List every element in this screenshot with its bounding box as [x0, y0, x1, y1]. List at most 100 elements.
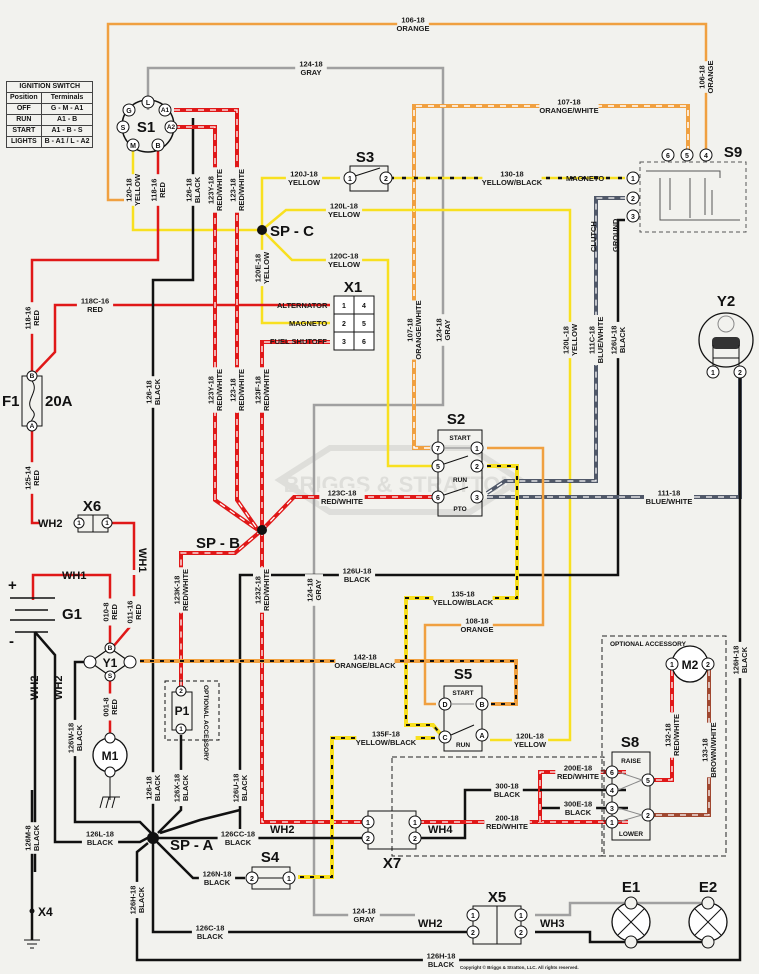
- svg-text:2: 2: [366, 836, 370, 843]
- starter-motor-m1: M1: [92, 732, 128, 809]
- switch-s3: S3 1 2: [343, 149, 393, 192]
- svg-text:A1: A1: [161, 107, 170, 114]
- svg-text:2: 2: [413, 836, 417, 843]
- svg-text:3: 3: [475, 495, 479, 502]
- svg-text:1: 1: [631, 176, 635, 183]
- wire-color: BLACK: [740, 646, 749, 673]
- wire-color: RED/WHITE: [672, 714, 681, 756]
- wire-color: BLACK: [75, 724, 84, 751]
- svg-text:1: 1: [475, 446, 479, 453]
- wire-color: ORANGE/WHITE: [539, 106, 598, 115]
- wire-id: 120L-18: [516, 732, 544, 741]
- svg-text:P1: P1: [175, 704, 190, 718]
- wire-color: BLACK: [494, 790, 521, 799]
- wire-color: RED: [87, 305, 103, 314]
- svg-text:6: 6: [436, 495, 440, 502]
- watermark: BRIGGS & STRATTON: [274, 445, 526, 515]
- wire-color: RED/WHITE: [321, 497, 363, 506]
- module-s9: S9 6 5 4 1 2 3: [626, 144, 747, 233]
- svg-text:WH3: WH3: [540, 918, 564, 930]
- svg-text:S2: S2: [447, 411, 465, 428]
- svg-text:2: 2: [384, 176, 388, 183]
- svg-text:S3: S3: [356, 149, 374, 166]
- table-title: IGNITION SWITCH: [5, 81, 94, 93]
- column-header: Position: [6, 92, 42, 104]
- svg-text:WH2: WH2: [418, 918, 442, 930]
- wire-id: 126U-18: [232, 774, 241, 803]
- copyright: Copyright © Briggs & Stratton, LLC. All …: [460, 964, 579, 970]
- svg-text:1: 1: [519, 913, 523, 920]
- svg-text:X4: X4: [38, 905, 53, 919]
- svg-text:3: 3: [631, 214, 635, 221]
- wire-120C-18: [261, 229, 432, 468]
- wire-id: 126H-18: [129, 886, 138, 915]
- svg-text:6: 6: [610, 770, 614, 777]
- svg-text:X7: X7: [383, 855, 401, 872]
- svg-text:WH1: WH1: [62, 570, 86, 582]
- wire-id: 107-18: [406, 318, 415, 341]
- wire-color: YELLOW: [262, 251, 271, 284]
- svg-text:S: S: [108, 673, 113, 680]
- svg-text:G: G: [126, 108, 132, 115]
- wire-color: BLACK: [153, 378, 162, 405]
- ignition-switch-s1: G L A1 A2 B M S S1: [116, 95, 178, 153]
- lamp-e2: E2: [688, 879, 728, 949]
- wire-color: GRAY: [301, 68, 322, 77]
- wire-color: ORANGE: [461, 625, 494, 634]
- wire-color: ORANGE/WHITE: [414, 300, 423, 359]
- svg-text:Y1: Y1: [103, 656, 118, 670]
- svg-text:1: 1: [471, 913, 475, 920]
- svg-text:4: 4: [704, 153, 708, 160]
- wire-id: 124-18: [435, 318, 444, 341]
- wire-color: YELLOW: [328, 260, 361, 269]
- wire-id: 132-18: [664, 723, 673, 746]
- wire-color: BLACK: [32, 824, 41, 851]
- wire-color: RED/WHITE: [215, 169, 224, 211]
- wire-id: 124-18: [352, 907, 375, 916]
- wire-id: 126H-18: [732, 646, 741, 675]
- svg-text:WH2: WH2: [29, 676, 41, 700]
- svg-text:1: 1: [287, 876, 291, 883]
- wire-id: 123Z-18: [254, 576, 263, 604]
- wire-color: ORANGE: [397, 24, 430, 33]
- svg-text:OPTIONAL ACCESSORY: OPTIONAL ACCESSORY: [202, 685, 209, 762]
- wire-color: RED/WHITE: [237, 369, 246, 411]
- svg-text:X1: X1: [344, 279, 362, 296]
- wire-id: 120L-18: [330, 202, 358, 211]
- wire-118C-16: [35, 303, 330, 373]
- wire-color: BLUE/WHITE: [596, 317, 605, 364]
- svg-text:B: B: [155, 143, 160, 150]
- wire-id: 124-18: [299, 60, 322, 69]
- wire-id: 011-16: [126, 601, 135, 624]
- svg-text:OPTIONAL ACCESSORY: OPTIONAL ACCESSORY: [610, 641, 687, 648]
- svg-text:5: 5: [685, 153, 689, 160]
- wire-id: 120C-18: [330, 252, 359, 261]
- wire-id: 130-18: [500, 170, 523, 179]
- wire-color: RED: [134, 604, 143, 620]
- svg-text:1: 1: [105, 520, 109, 527]
- switch-s8-lift: S8 RAISE LOWER 6 4 3 1 5 2: [605, 734, 655, 841]
- svg-text:S: S: [121, 125, 126, 132]
- svg-text:RUN: RUN: [453, 477, 467, 484]
- wire-color: RED/WHITE: [215, 369, 224, 411]
- svg-text:E1: E1: [622, 879, 640, 896]
- wire-color: BLACK: [618, 326, 627, 353]
- wire-color: BLACK: [181, 774, 190, 801]
- wire-id: 123F-18: [254, 376, 263, 404]
